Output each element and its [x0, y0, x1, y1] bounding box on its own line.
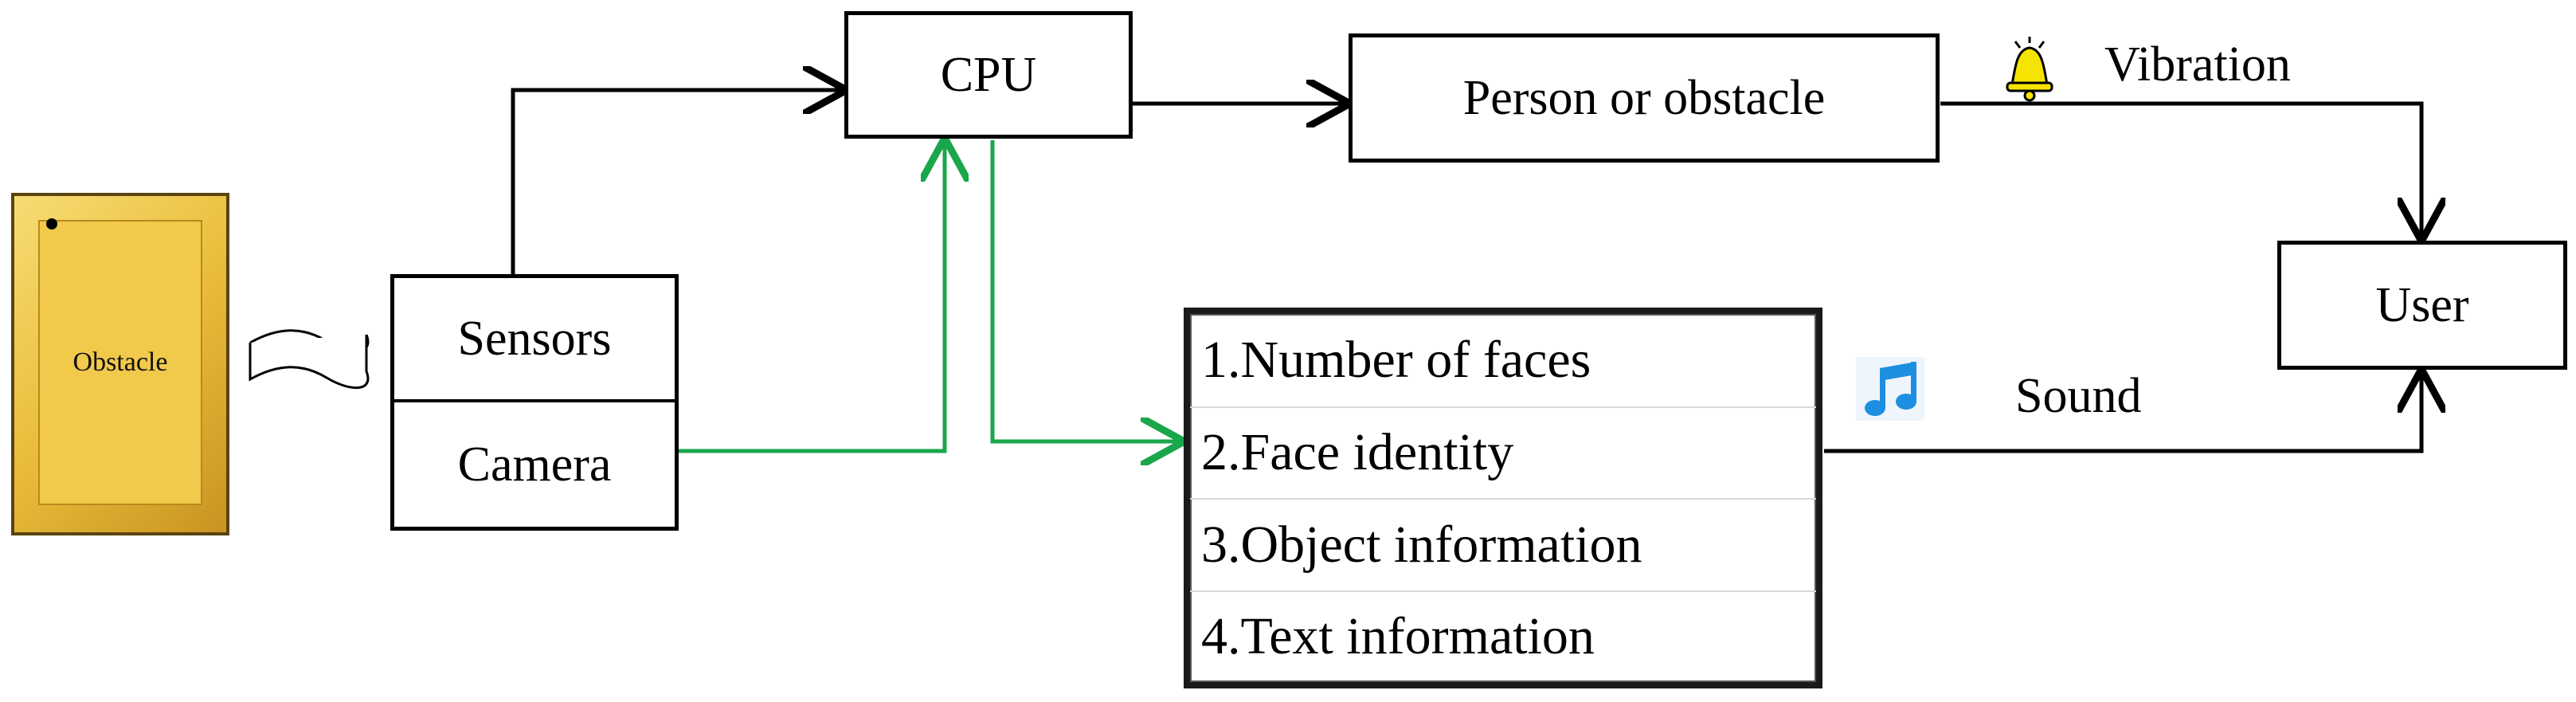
sound-label: Sound: [2015, 369, 2142, 423]
music-note-icon: [1856, 357, 1924, 421]
arrow-cpu-to-info: [990, 140, 1180, 441]
arrow-sensors-to-cpu: [511, 90, 843, 274]
cpu-node: CPU: [844, 11, 1133, 139]
obstacle-block: Obstacle: [11, 193, 229, 535]
vibration-label: Vibration: [2104, 37, 2291, 92]
sensor-camera-box: Sensors Camera: [390, 274, 679, 531]
info-row-faces: 1.Number of faces: [1201, 330, 1591, 389]
person-or-obstacle-node: Person or obstacle: [1349, 33, 1940, 163]
arrow-camera-to-cpu: [679, 142, 945, 453]
user-node: User: [2277, 241, 2567, 370]
info-row-object: 3.Object information: [1190, 498, 1816, 590]
wave-signal-icon: [249, 329, 370, 389]
obstacle-marker: [46, 218, 57, 229]
obstacle-label: Obstacle: [72, 347, 168, 377]
bell-icon: [2006, 37, 2053, 102]
info-row-identity: 2.Face identity: [1190, 406, 1816, 499]
sensors-node: Sensors: [394, 278, 675, 402]
arrow-person-to-user: [1940, 101, 2421, 237]
recognition-info-table: 1.Number of faces 2.Face identity 3.Obje…: [1184, 308, 1822, 688]
camera-node: Camera: [457, 437, 612, 492]
info-row-text: 4.Text information: [1190, 590, 1816, 683]
obstacle-face: Obstacle: [38, 220, 202, 505]
arrow-info-to-user: [1824, 373, 2421, 453]
